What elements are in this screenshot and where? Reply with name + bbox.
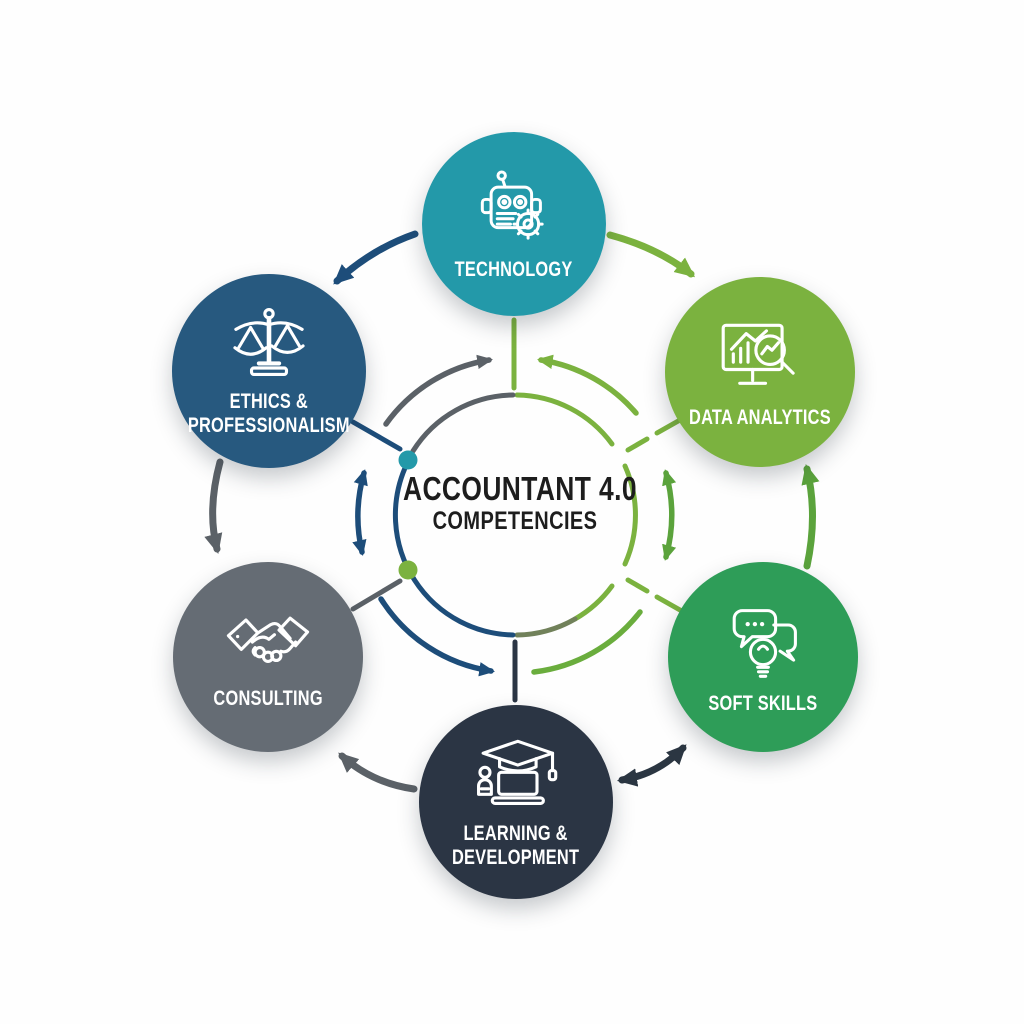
node-label-technology: TECHNOLOGY xyxy=(455,258,573,282)
center-title-block: ACCOUNTANT 4.0 COMPETENCIES xyxy=(375,470,655,535)
node-ethics-professionalism: ETHICS & PROFESSIONALISM xyxy=(172,274,366,468)
spoke-analytics-dash2 xyxy=(654,417,683,436)
robot-gear-icon xyxy=(480,170,544,240)
arrow-softskills-to-analytics xyxy=(801,463,820,570)
node-label-soft-skills: SOFT SKILLS xyxy=(708,692,818,716)
ring-arrow-gray-topleft xyxy=(383,354,493,427)
gear-icon xyxy=(512,208,544,240)
ring-dot-teal xyxy=(398,450,418,470)
lightbulb-icon xyxy=(748,638,778,679)
handshake-icon xyxy=(226,616,310,664)
ring-dot-green xyxy=(398,560,418,580)
spoke-softskills-dash2 xyxy=(654,594,683,613)
center-title: ACCOUNTANT 4.0 xyxy=(403,470,637,507)
node-label-learning-development: LEARNING & DEVELOPMENT xyxy=(452,822,579,869)
graduation-cap-icon xyxy=(477,740,558,806)
node-consulting: CONSULTING xyxy=(173,562,363,752)
ring-arc-green-bottomright xyxy=(531,609,643,675)
arrow-learning-softskills-double xyxy=(616,744,687,787)
node-label-learning-line2: DEVELOPMENT xyxy=(452,846,580,869)
ring-arc-olive xyxy=(514,616,578,638)
spokes xyxy=(350,317,683,703)
node-label-data-analytics: DATA ANALYTICS xyxy=(689,406,831,430)
ring-arc-green-2 xyxy=(622,463,638,567)
center-ring xyxy=(392,392,638,638)
arrow-learning-to-consulting xyxy=(338,752,418,793)
spoke-analytics-dash1 xyxy=(625,436,650,453)
node-technology: TECHNOLOGY xyxy=(422,132,606,316)
ring-arrows xyxy=(352,354,677,677)
ring-arc-green-1 xyxy=(514,392,615,447)
node-label-ethics-professionalism: ETHICS & PROFESSIONALISM xyxy=(188,390,350,437)
center-subtitle: COMPETENCIES xyxy=(432,506,598,535)
ring-arc-green-3 xyxy=(572,583,615,622)
ring-arrow-navy-left-double xyxy=(352,469,368,556)
node-learning-development: LEARNING & DEVELOPMENT xyxy=(419,705,613,899)
node-label-ethics-line1: ETHICS & xyxy=(229,390,309,414)
arrow-technology-to-analytics xyxy=(606,231,696,278)
ring-arrow-lime-topright xyxy=(537,354,639,416)
spoke-softskills-dash1 xyxy=(625,577,650,594)
outer-arrows xyxy=(204,230,820,793)
analytics-monitor-magnifier-icon xyxy=(721,324,795,386)
node-label-learning-line1: LEARNING & xyxy=(463,822,569,846)
balance-scales-icon xyxy=(233,308,305,377)
magnifier-icon xyxy=(754,334,795,375)
ring-arc-gray xyxy=(410,392,516,454)
node-soft-skills: SOFT SKILLS xyxy=(668,562,858,752)
speech-bubbles-lightbulb-icon xyxy=(732,609,797,679)
node-label-consulting: CONSULTING xyxy=(213,687,323,711)
node-label-ethics-line2: PROFESSIONALISM xyxy=(188,414,350,437)
person-icon xyxy=(477,766,493,797)
ring-arrow-green-right-double xyxy=(662,469,677,561)
arrow-ethics-to-consulting xyxy=(204,458,224,554)
ring-arrow-navy-bottomleft xyxy=(378,596,496,677)
ring-arc-navy xyxy=(392,465,516,638)
arrow-technology-to-ethics xyxy=(333,230,419,285)
spoke-consulting xyxy=(350,578,403,612)
node-data-analytics: DATA ANALYTICS xyxy=(665,277,855,467)
spoke-ethics xyxy=(350,419,403,452)
